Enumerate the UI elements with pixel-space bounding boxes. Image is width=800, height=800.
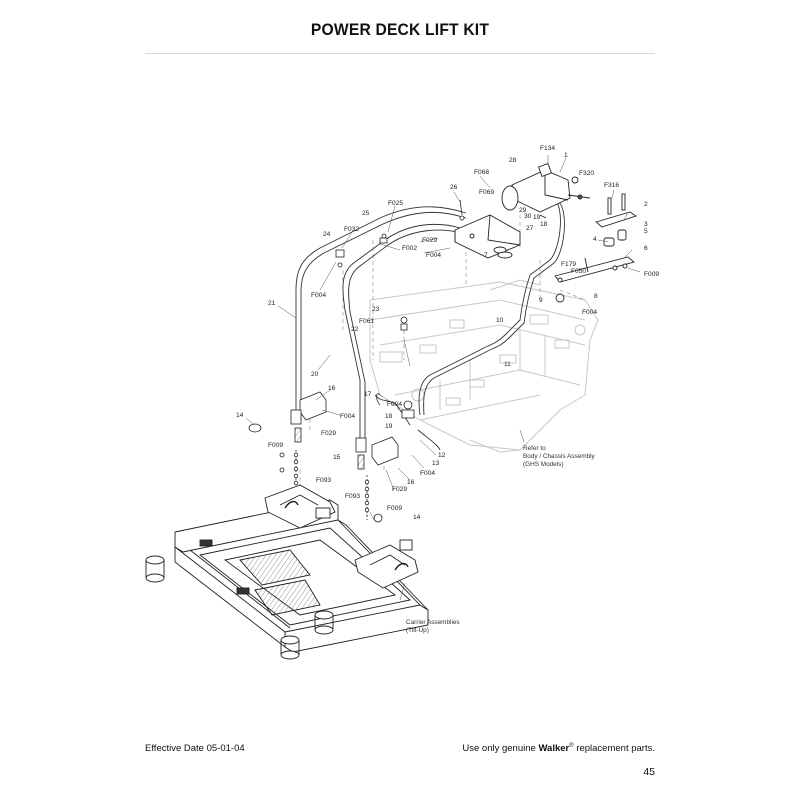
callout: 15: [333, 454, 341, 461]
brand-name: Walker: [538, 743, 570, 755]
callout: 18: [385, 413, 393, 420]
callout: 3: [644, 221, 648, 228]
carrier-note-line: Carrier Assemblies: [406, 619, 460, 626]
callout: 14: [236, 412, 244, 419]
callout: 30: [524, 213, 532, 220]
callout: 12: [438, 452, 446, 459]
callout: 22: [351, 326, 359, 333]
callout: 23: [372, 306, 380, 313]
callout: 21: [268, 300, 276, 307]
cable-end-brackets: [248, 391, 399, 470]
callout: F009: [268, 442, 283, 449]
callout: 19: [385, 423, 393, 430]
effective-date: Effective Date 05-01-04: [145, 743, 245, 754]
callout: 11: [504, 361, 511, 368]
notice-post: replacement parts.: [576, 743, 655, 755]
callout: F004: [311, 292, 326, 299]
carrier-note-line: (Tilt-Up): [406, 627, 429, 634]
callout: F029: [422, 237, 437, 244]
callout: F032: [344, 226, 359, 233]
pivot-arms: [554, 193, 638, 303]
callout: F093: [316, 477, 331, 484]
page-number: 45: [643, 766, 655, 778]
callout: 8: [594, 293, 598, 300]
callout: 26: [450, 184, 458, 191]
callout: 16: [407, 479, 415, 486]
callout: F320: [579, 170, 594, 177]
callout: 20: [311, 371, 319, 378]
callout: 29: [519, 207, 527, 214]
chassis-body: [369, 279, 599, 453]
refer-note-line: Body / Chassis Assembly: [523, 453, 596, 460]
callout: F004: [582, 309, 597, 316]
callout: F029: [321, 430, 336, 437]
refer-note-line: Refer to: [523, 445, 546, 452]
callout: F068: [474, 169, 489, 176]
callout: 5: [644, 228, 648, 235]
callout: 7: [484, 252, 488, 259]
callout: 28: [509, 157, 517, 164]
notice-pre: Use only genuine: [462, 743, 536, 755]
callout: 1: [564, 152, 568, 159]
bracket-26: [454, 214, 521, 259]
callout: F029: [392, 486, 407, 493]
leader-lines: [299, 215, 586, 520]
callout: 13: [432, 460, 440, 467]
callout: F316: [604, 182, 619, 189]
callout: F009: [644, 271, 659, 278]
callout: 24: [323, 231, 331, 238]
page-title: POWER DECK LIFT KIT: [310, 20, 490, 39]
lift-cables: [295, 199, 565, 451]
callout-leaders: [245, 155, 641, 601]
callout: F004: [340, 413, 355, 420]
callout: 18: [540, 221, 548, 228]
callout: 9: [539, 297, 543, 304]
mid-hardware: [335, 199, 465, 419]
registered-mark: ®: [569, 743, 574, 749]
actuator-assembly: [501, 163, 591, 219]
callout: F069: [479, 189, 494, 196]
reference-notes: Refer to Body / Chassis Assembly (GHS Mo…: [406, 445, 596, 634]
callout: 16: [328, 385, 336, 392]
refer-note-line: (GHS Models): [523, 461, 563, 468]
carrier-frame: [145, 484, 429, 660]
callout: F050: [571, 268, 586, 275]
callout: F093: [345, 493, 360, 500]
callout: 25: [362, 210, 370, 217]
callout: 10: [496, 317, 504, 324]
callout: 14: [413, 514, 421, 521]
genuine-parts-notice: Use only genuine Walker® replacement par…: [462, 743, 655, 754]
callout: F004: [420, 470, 435, 477]
callout: 4: [593, 236, 597, 243]
callout: 27: [526, 225, 534, 232]
callout: F004: [387, 401, 402, 408]
callout: 19: [533, 214, 541, 221]
callout: F002: [402, 245, 417, 252]
lift-chains: [279, 450, 383, 523]
callout: F004: [426, 252, 441, 259]
callout: F134: [540, 145, 555, 152]
callout: 17: [364, 391, 372, 398]
callout: F061: [359, 318, 374, 325]
callout-labels: F134 28 1 F320 F316 2 3 5 4 6 F009 F068 …: [236, 145, 659, 521]
callout: 6: [644, 245, 648, 252]
callout: 2: [644, 201, 648, 208]
callout: F025: [388, 200, 403, 207]
callout: F179: [561, 261, 576, 268]
callout: F009: [387, 505, 402, 512]
header-rule: [145, 53, 655, 54]
